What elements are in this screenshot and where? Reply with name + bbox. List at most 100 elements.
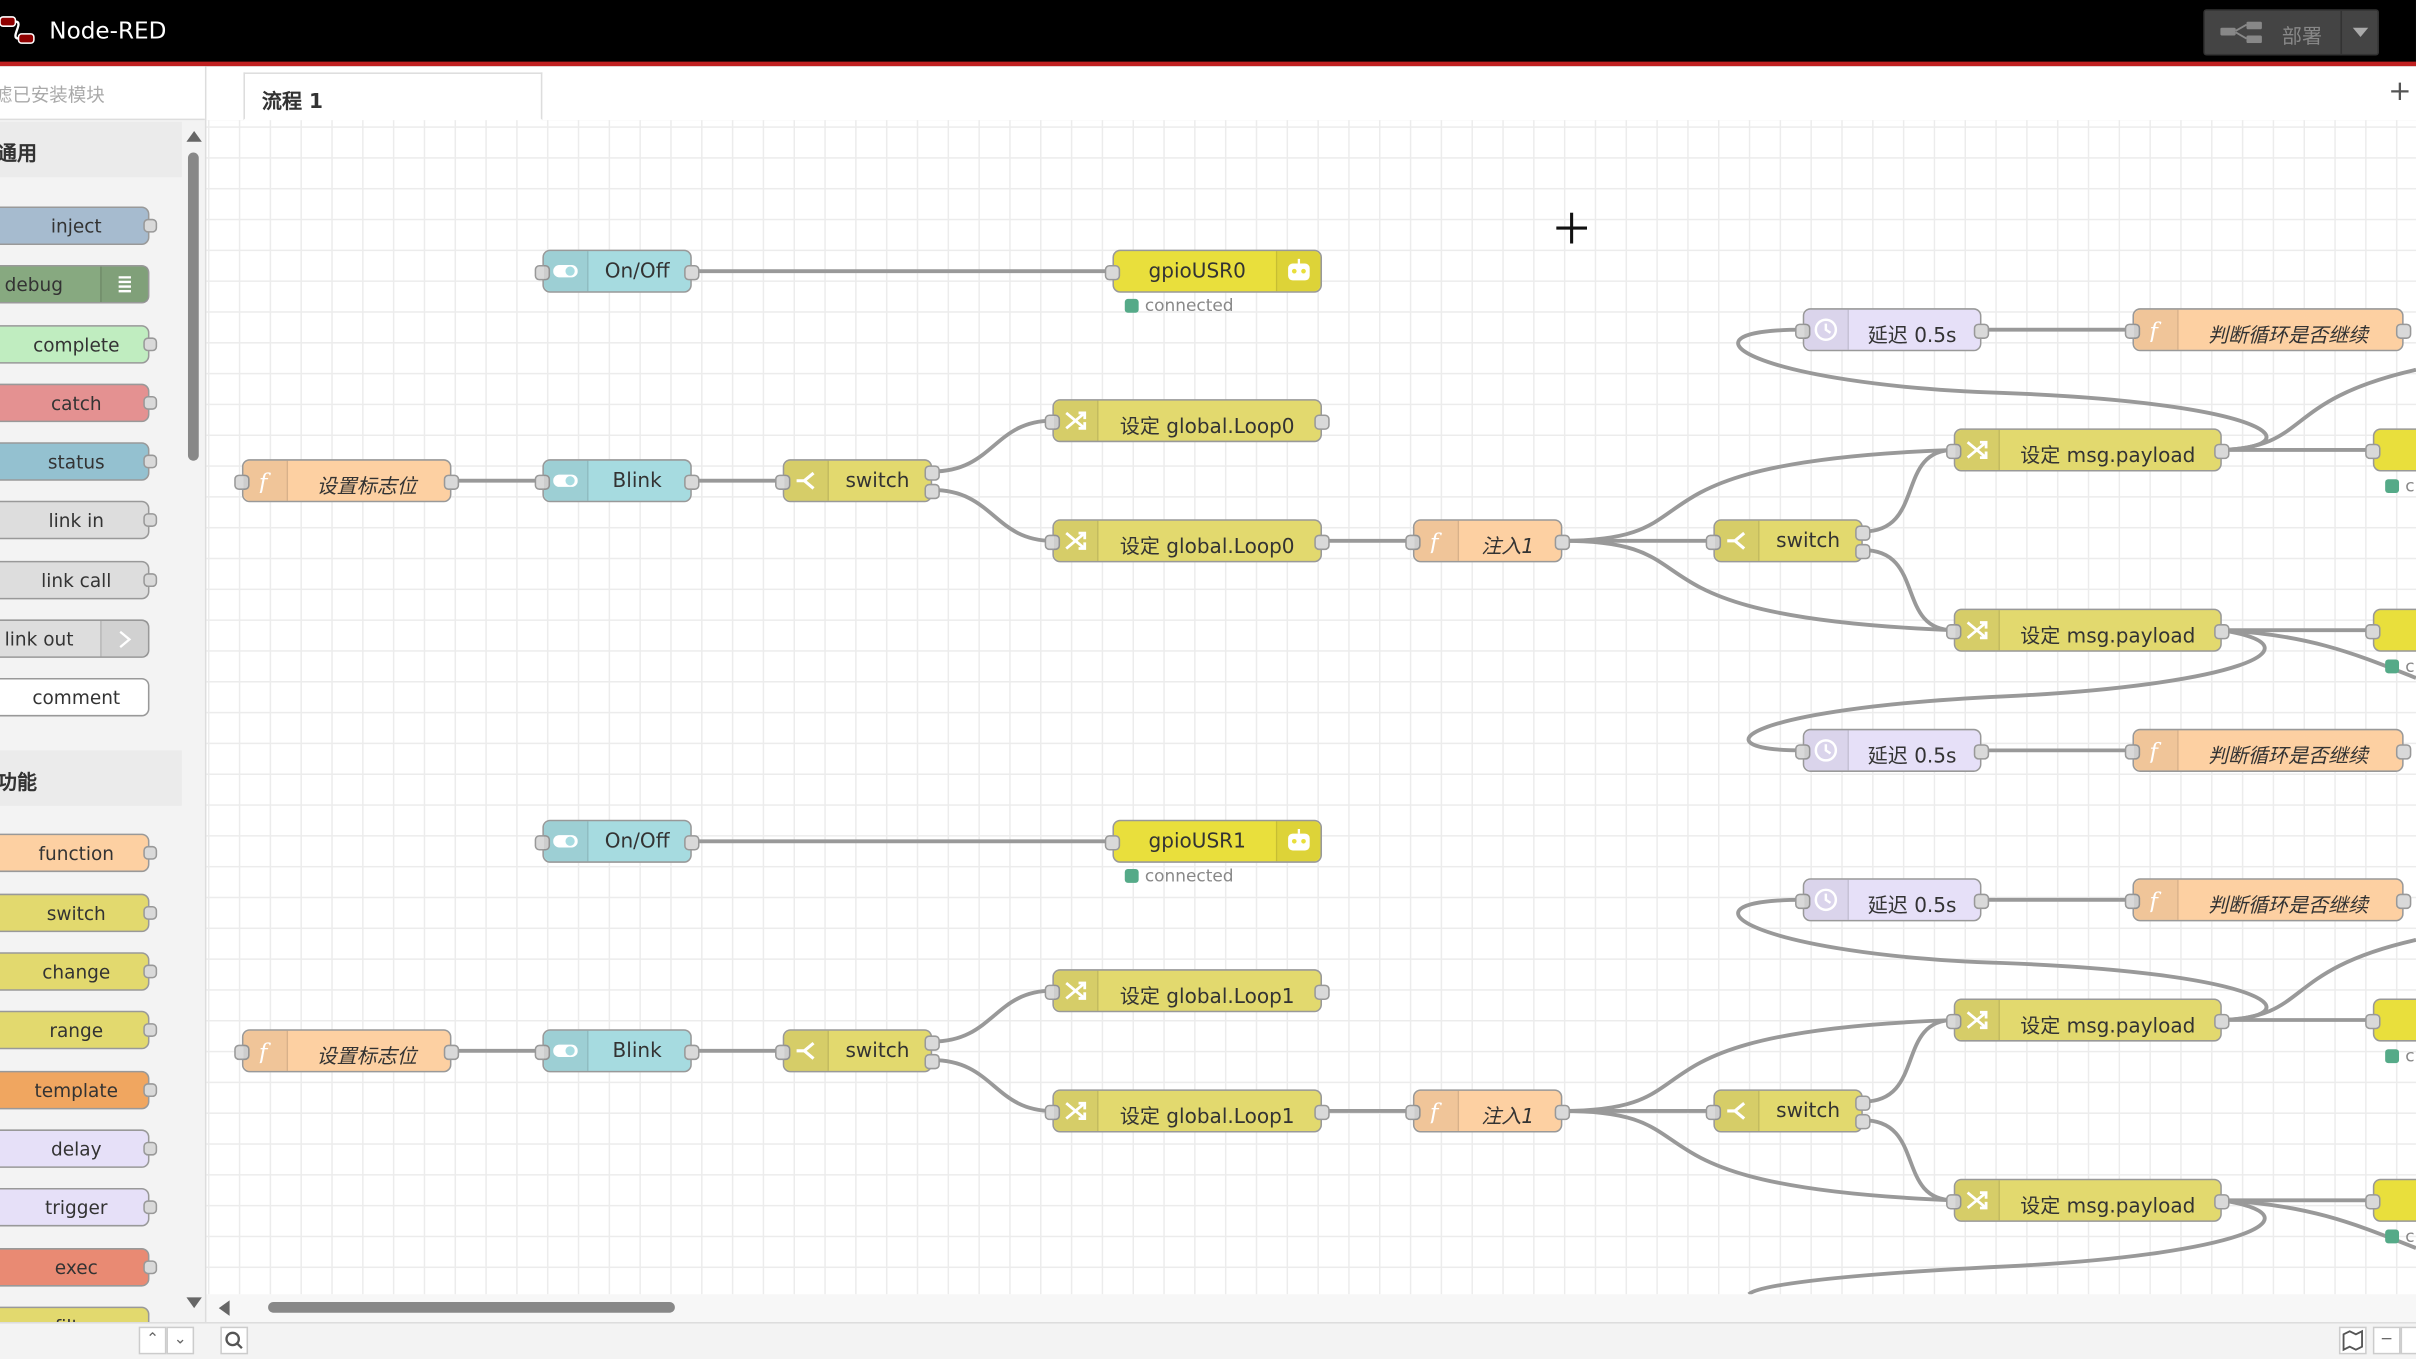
palette-category-function[interactable]: 功能 [0,750,182,806]
shuffle-icon [1955,429,2000,470]
palette-node-link-call[interactable]: link call [0,560,158,600]
palette-scroll-thumb[interactable] [187,152,199,461]
change-node[interactable]: 设定 msg.payload [1946,428,2230,472]
scroll-down-icon[interactable] [186,1297,202,1309]
scroll-up-icon[interactable] [186,130,202,142]
gpio-status: connected [1124,296,1234,316]
workspace-scroll-thumb[interactable] [268,1301,675,1313]
shuffle-icon [1955,610,2000,651]
change-node[interactable]: 设定 msg.payload [1946,1178,2230,1222]
palette-node-range[interactable]: range [0,1010,158,1050]
palette-node-link-in[interactable]: link in [0,500,158,540]
toggle-icon [543,460,589,501]
change-node[interactable]: 设定 global.Loop1 [1044,1089,1330,1133]
scroll-left-icon[interactable] [218,1300,230,1316]
onoff-switch-node[interactable]: On/Off [534,249,700,293]
deploy-label: 部署 [2281,26,2323,50]
function-icon: f [1414,1090,1460,1131]
clock-icon [1804,309,1849,350]
blink-switch-node[interactable]: Blink [534,1029,700,1073]
palette-node-link-out[interactable]: link out [0,619,150,658]
switch-node[interactable]: switch [1705,519,1871,563]
palette-node-function[interactable]: function [0,833,158,873]
deploy-button[interactable]: 部署 [2203,9,2379,56]
shuffle-icon [1955,999,2000,1041]
judge-loop-function-node[interactable]: f 判断循环是否继续 [2124,878,2412,922]
deploy-icon [2220,21,2262,44]
palette-filter-input[interactable]: 滤已安装模块 [0,66,205,121]
toggle-icon [543,251,589,292]
node-red-logo-icon [0,16,35,44]
palette-node-status[interactable]: status [0,442,158,481]
palette-node-template[interactable]: template [0,1070,158,1110]
tab-flow-1[interactable]: 流程 1 [243,72,543,121]
clock-icon [1804,730,1849,771]
palette-category-common[interactable]: 通用 [0,121,182,178]
gpio-out-node[interactable]: gpioUSR1 [1104,819,1323,863]
palette-node-inject[interactable]: inject [0,206,158,245]
search-icon[interactable] [220,1326,249,1355]
robot-icon [1275,251,1321,292]
chevron-down-icon[interactable] [2352,27,2369,37]
function-icon: f [2134,309,2179,350]
gpio-out-node-partial[interactable] [2365,1178,2416,1222]
switch-icon [784,460,829,501]
palette-node-change[interactable]: change [0,952,158,991]
palette-node-delay[interactable]: delay [0,1129,158,1168]
switch-node[interactable]: switch [1705,1089,1871,1133]
node-palette: 滤已安装模块 通用 inject debug complete catch st… [0,66,207,1323]
function-icon: f [243,1030,289,1071]
palette-node-exec[interactable]: exec [0,1248,158,1287]
svg-text:f: f [1428,530,1442,553]
delay-node[interactable]: 延迟 0.5s [1795,878,1990,922]
function-icon: f [2134,879,2179,920]
svg-text:f: f [1428,1100,1442,1123]
svg-text:f: f [2147,319,2161,342]
onoff-switch-node[interactable]: On/Off [534,819,700,863]
zoom-reset-icon[interactable] [2400,1326,2416,1355]
blink-switch-node[interactable]: Blink [534,459,700,503]
palette-node-trigger[interactable]: trigger [0,1187,158,1227]
zoom-out-icon[interactable]: − [2372,1326,2401,1355]
switch-node[interactable]: switch [775,1029,940,1073]
app-header: Node-RED 部署 [0,0,2416,67]
judge-loop-function-node[interactable]: f 判断循环是否继续 [2124,728,2412,772]
palette-node-debug[interactable]: debug [0,265,150,304]
change-node[interactable]: 设定 global.Loop1 [1044,969,1330,1013]
switch-icon [784,1030,829,1071]
svg-text:f: f [2147,889,2161,912]
inject-function-node[interactable]: f 注入1 [1405,1089,1571,1133]
delay-node[interactable]: 延迟 0.5s [1795,728,1990,772]
palette-node-complete[interactable]: complete [0,325,158,364]
gpio-out-node[interactable]: gpioUSR0 [1104,249,1323,293]
gpio-out-node-partial[interactable] [2365,608,2416,652]
function-icon: f [1414,520,1460,561]
svg-text:f: f [257,470,271,493]
navigator-map-icon[interactable] [2338,1326,2367,1355]
judge-loop-function-node[interactable]: f 判断循环是否继续 [2124,308,2412,352]
palette-node-switch[interactable]: switch [0,893,158,933]
palette-node-comment[interactable]: comment [0,677,150,717]
change-node[interactable]: 设定 msg.payload [1946,998,2230,1042]
toggle-icon [543,821,589,862]
set-flag-function-node[interactable]: f 设置标志位 [234,459,460,503]
inject-function-node[interactable]: f 注入1 [1405,519,1571,563]
change-node[interactable]: 设定 msg.payload [1946,608,2230,652]
switch-node[interactable]: switch [775,459,940,503]
palette-node-filter[interactable]: filter [0,1306,150,1323]
expand-all-icon[interactable]: ⌄ [166,1326,195,1355]
gpio-out-node-partial[interactable] [2365,428,2416,472]
palette-node-catch[interactable]: catch [0,383,158,423]
gpio-status: connected [1124,866,1234,886]
add-tab-icon[interactable]: + [2388,75,2412,108]
gpio-status-partial: c [2385,656,2415,676]
delay-node[interactable]: 延迟 0.5s [1795,308,1990,352]
change-node[interactable]: 设定 global.Loop0 [1044,519,1330,563]
collapse-all-icon[interactable]: ⌃ [138,1326,167,1355]
gpio-out-node-partial[interactable] [2365,998,2416,1042]
set-flag-function-node[interactable]: f 设置标志位 [234,1029,460,1073]
change-node[interactable]: 设定 global.Loop0 [1044,399,1330,443]
crosshair-cursor-icon [1556,212,1588,244]
workspace-hscrollbar[interactable] [206,1294,2416,1323]
palette-scrollbar[interactable] [185,122,205,1322]
